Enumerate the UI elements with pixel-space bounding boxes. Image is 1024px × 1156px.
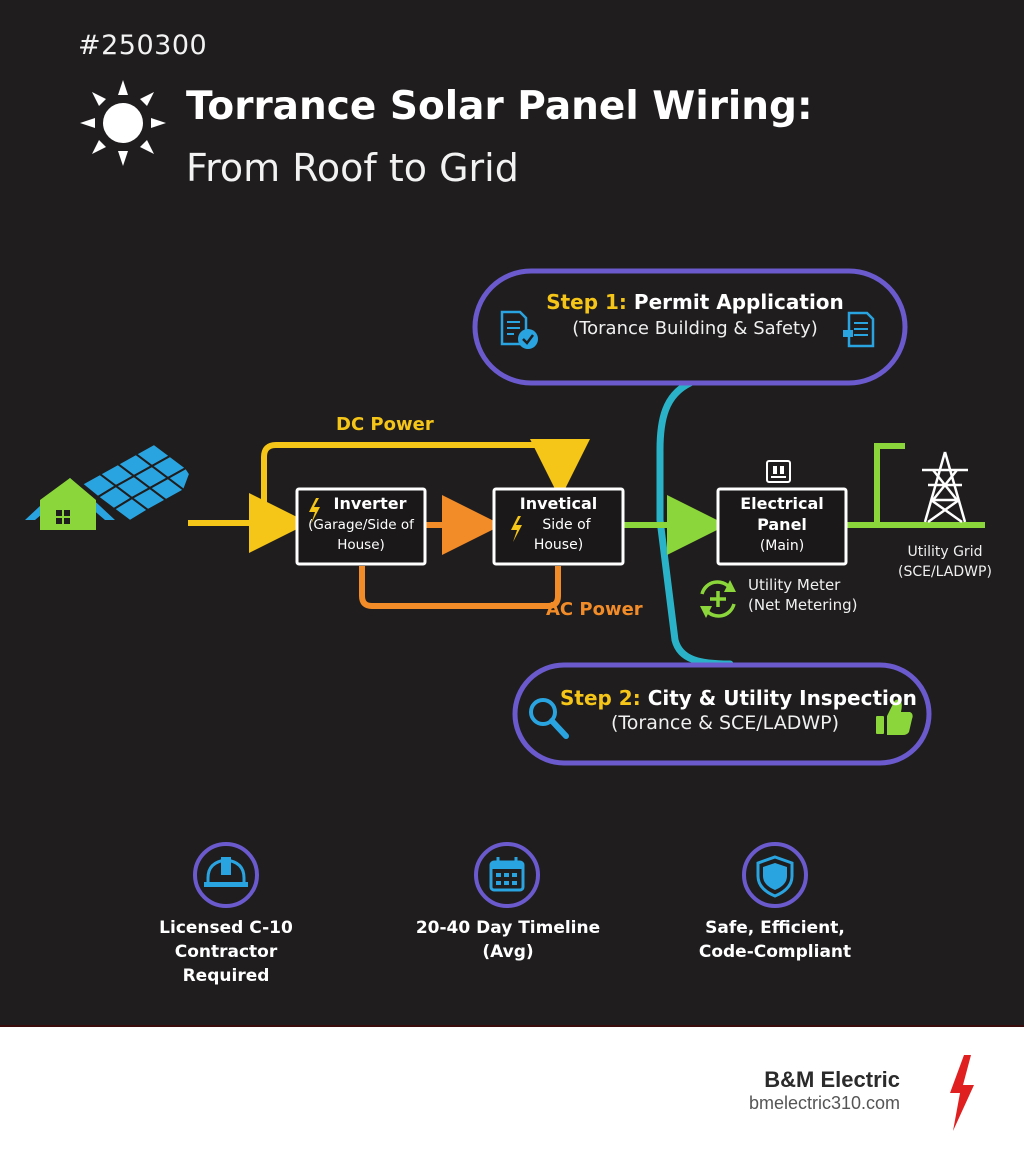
step1-border (472, 268, 908, 386)
net-metering-icon (700, 580, 736, 618)
footer: B&M Electric bmelectric310.com (0, 1025, 1024, 1156)
line-grid-riser (874, 443, 905, 525)
magnifier-icon (529, 698, 569, 739)
feature-safe-line2: Code-Compliant (698, 942, 852, 962)
inverter-box (295, 487, 427, 566)
grid-line1: Utility Grid (907, 544, 983, 560)
feature-contractor-line1: Licensed C-10 Contractor (159, 918, 293, 962)
step2-border (512, 662, 932, 766)
step2-num: Step 2: (560, 686, 641, 710)
inverter-title: Inverter (333, 494, 407, 513)
brand-block: B&M Electric bmelectric310.com (749, 1067, 900, 1114)
inverter-sub: (Garage/Side of House) (308, 517, 414, 553)
document-icon (843, 311, 875, 348)
step1-num: Step 1: (546, 290, 627, 314)
ac-power-label: AC Power (546, 599, 643, 620)
wiring-diagram (25, 268, 985, 908)
step2-text: Step 2: City & Utility Inspection (Toran… (560, 686, 917, 734)
utility-meter-label: Utility Meter (Net Metering) (748, 575, 857, 615)
step1-title: Permit Application (633, 290, 844, 314)
document-check-icon (500, 310, 538, 349)
feature-safe: Safe, Efficient, Code-Compliant (665, 916, 885, 964)
feature-timeline-line1: 20-40 Day Timeline (415, 918, 601, 938)
invetical-sub2: House) (533, 537, 584, 553)
meter-line1: Utility Meter (748, 576, 841, 594)
meter-line2: (Net Metering) (748, 596, 858, 614)
feature-safe-line1: Safe, Efficient, (705, 918, 845, 938)
lightning-icon (511, 516, 522, 542)
feature-timeline: 20-40 Day Timeline (Avg) (398, 916, 618, 964)
step1-sub: (Torance Building & Safety) (572, 318, 818, 339)
panel-title-1: Electrical (740, 494, 824, 513)
inverter-label: Inverter (Garage/Side of House) (297, 494, 425, 555)
hard-hat-icon (193, 842, 259, 908)
dc-line-bypass (261, 439, 590, 523)
dc-power-label: DC Power (336, 414, 434, 435)
invetical-title: Invetical (519, 494, 598, 513)
brand-url[interactable]: bmelectric310.com (748, 1093, 900, 1113)
feature-contractor-line2: Required (182, 966, 270, 986)
panel-sub: (Main) (759, 538, 805, 554)
process-connector (656, 379, 734, 668)
utility-grid-label: Utility Grid (SCE/LADWP) (898, 542, 992, 582)
panel-title-2: Panel (757, 515, 807, 534)
breaker-icon (766, 460, 791, 483)
house-solar-icon (25, 442, 192, 530)
ac-line-loop (359, 566, 561, 609)
brand-name: B&M Electric (764, 1067, 900, 1092)
step2-sub: (Torance & SCE/LADWP) (611, 712, 839, 734)
lightning-icon (309, 498, 320, 524)
transmission-tower-icon (922, 451, 968, 524)
electrical-panel-label: Electrical Panel (Main) (718, 494, 846, 556)
step1-text: Step 1: Permit Application (Torance Buil… (540, 290, 850, 339)
calendar-icon (474, 842, 540, 908)
page-title: Torrance Solar Panel Wiring: (186, 84, 813, 129)
electrical-panel-box (716, 487, 848, 566)
invetical-box (492, 487, 625, 566)
post-tag: #250300 (78, 30, 208, 61)
thumbs-up-icon (876, 699, 913, 735)
feature-contractor: Licensed C-10 Contractor Required (106, 916, 346, 988)
sun-icon (80, 80, 166, 166)
step2-title: City & Utility Inspection (647, 686, 917, 710)
invetical-label: Invetical Side of House) (494, 494, 623, 555)
shield-icon (742, 842, 808, 908)
lightning-logo-icon (950, 1055, 974, 1131)
grid-line2: (SCE/LADWP) (898, 564, 992, 580)
feature-timeline-line2: (Avg) (482, 942, 534, 962)
page-subtitle: From Roof to Grid (186, 146, 519, 190)
invetical-sub1: Side of (542, 517, 591, 533)
